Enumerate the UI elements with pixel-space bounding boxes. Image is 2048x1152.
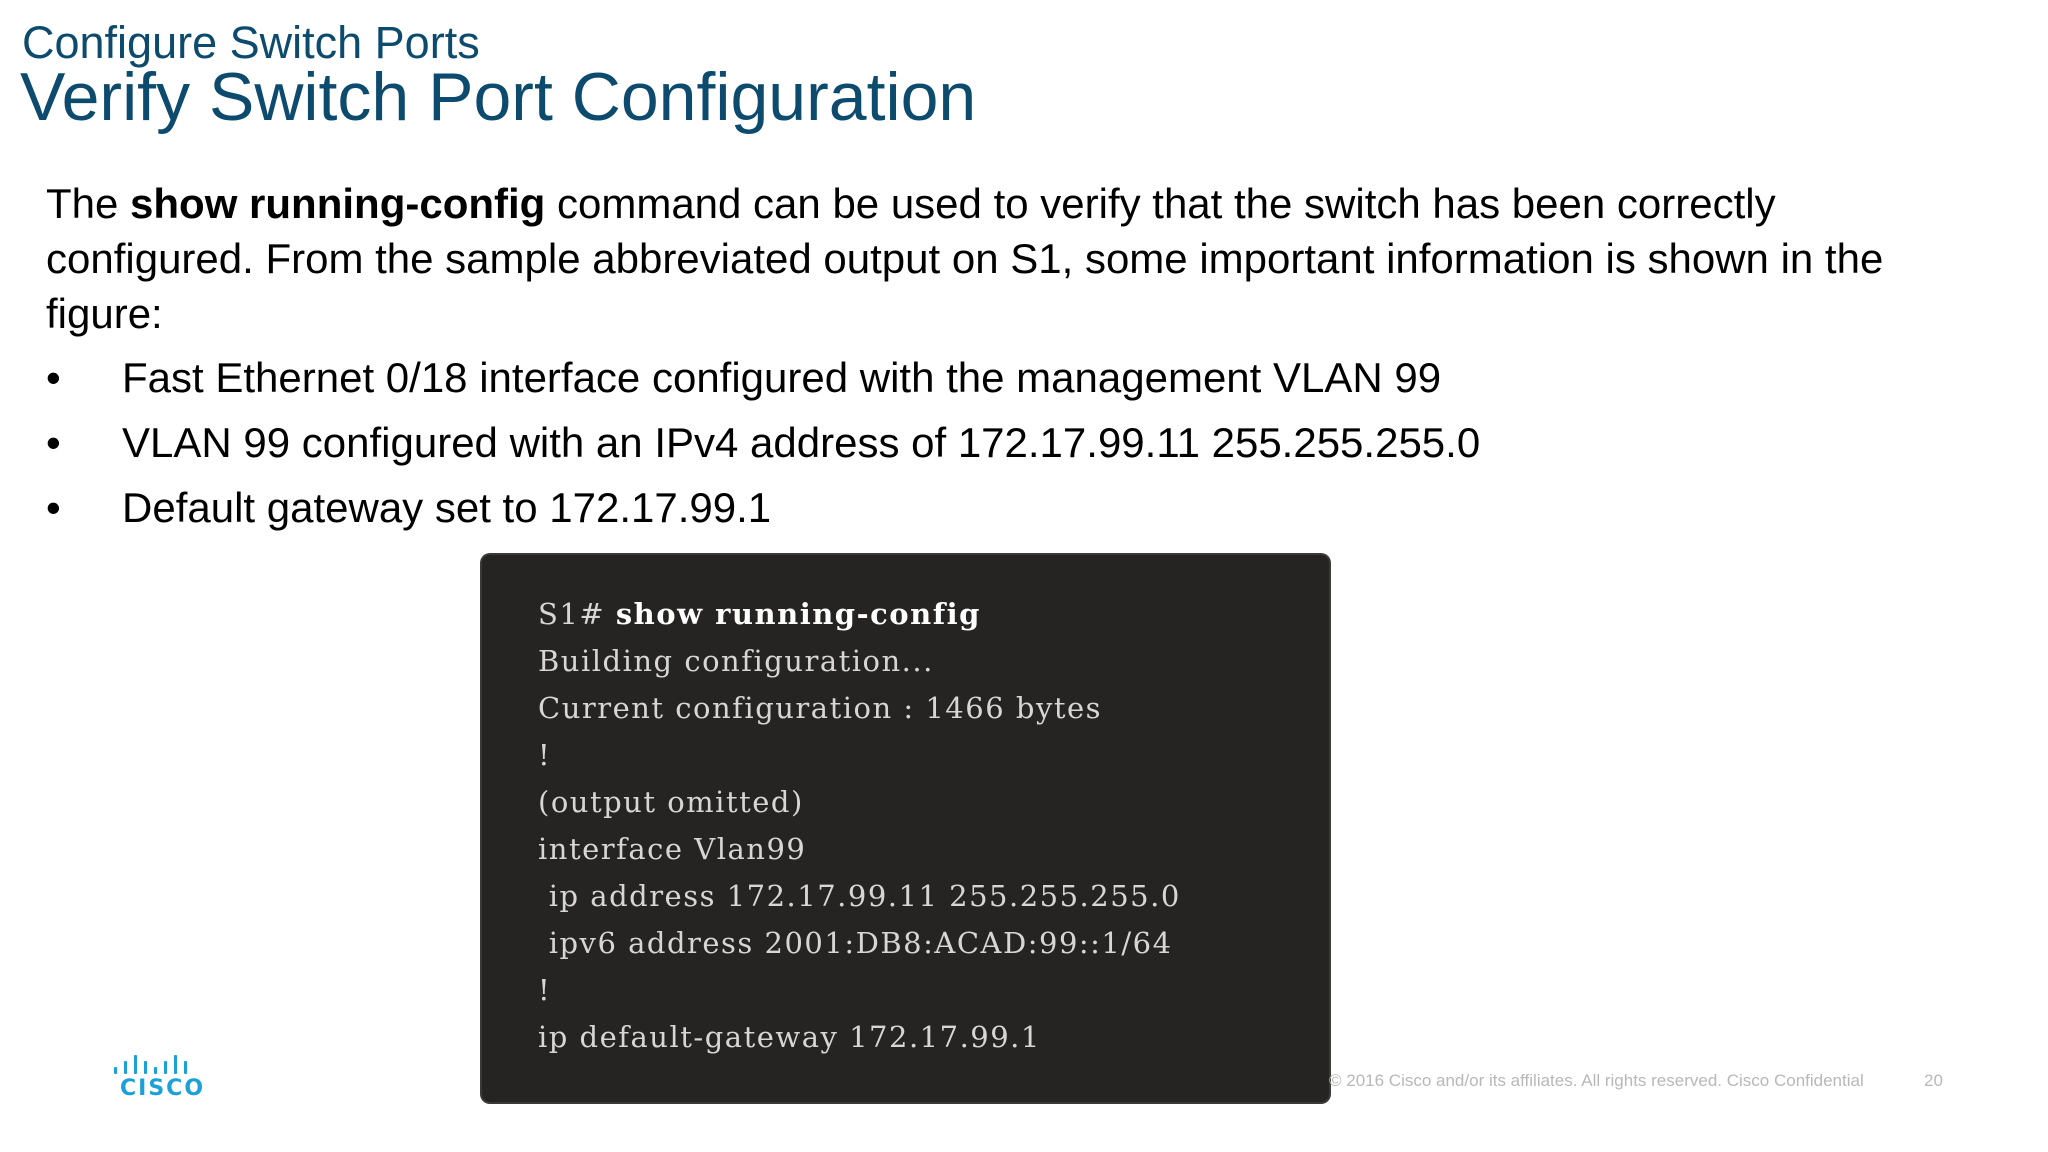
terminal-line: Building configuration...	[538, 644, 934, 678]
intro-command: show running-config	[130, 180, 546, 227]
intro-text-after: command can be used to verify that the s…	[46, 180, 1884, 337]
terminal-line: ip default-gateway 172.17.99.1	[538, 1020, 1041, 1054]
bullet-dot: •	[46, 419, 61, 466]
terminal-prompt: S1#	[538, 597, 616, 631]
slide-subtitle: Configure Switch Ports	[22, 17, 480, 68]
bullet-dot: •	[46, 484, 61, 531]
footer-copyright: © 2016 Cisco and/or its affiliates. All …	[1329, 1071, 1864, 1090]
intro-paragraph: The show running-config command can be u…	[46, 176, 1986, 341]
terminal-line: Current configuration : 1466 bytes	[538, 691, 1103, 725]
bullet-text: Fast Ethernet 0/18 interface configured …	[122, 354, 1442, 401]
terminal-line: ip address 172.17.99.11 255.255.255.0	[538, 879, 1181, 913]
terminal-line: !	[538, 973, 552, 1007]
page-number: 20	[1924, 1071, 1943, 1090]
cisco-wordmark: CISCO	[120, 1076, 206, 1101]
cisco-logo: CISCO	[112, 1052, 203, 1101]
terminal-command-line: S1# show running-config	[538, 591, 1329, 638]
terminal-output: S1# show running-config Building configu…	[482, 555, 1329, 1102]
bullet-text: Default gateway set to 172.17.99.1	[122, 484, 772, 531]
cisco-bars-icon	[112, 1052, 192, 1074]
terminal-line: ipv6 address 2001:DB8:ACAD:99::1/64	[538, 926, 1173, 960]
terminal-command: show running-config	[615, 597, 981, 631]
terminal-line: interface Vlan99	[538, 832, 807, 866]
terminal-line: !	[538, 738, 552, 772]
slide-title: Verify Switch Port Configuration	[20, 59, 977, 135]
intro-text-before: The	[46, 180, 131, 227]
terminal-line: (output omitted)	[538, 785, 804, 819]
bullet-text: VLAN 99 configured with an IPv4 address …	[122, 419, 1481, 466]
bullet-dot: •	[46, 354, 61, 401]
